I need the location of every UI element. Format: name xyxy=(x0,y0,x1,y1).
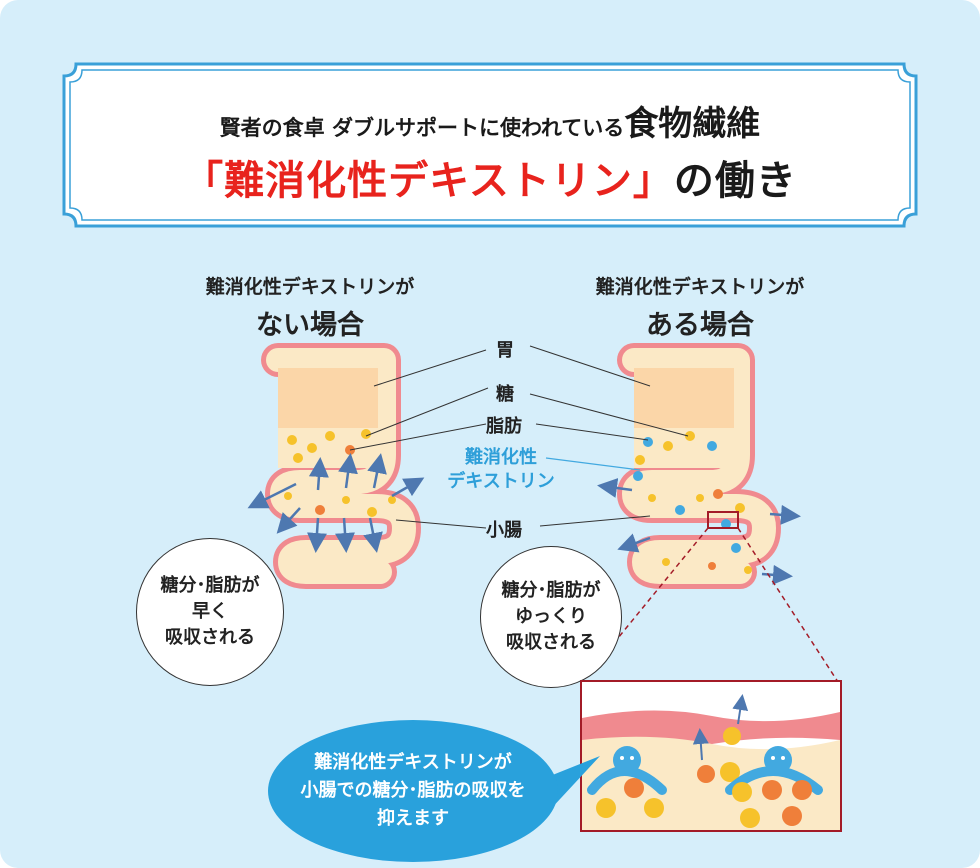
right-result-bubble: 糖分･脂肪が ゆっくり 吸収される xyxy=(480,546,622,688)
left-nutrient-dots xyxy=(284,429,396,517)
zoom-arrows xyxy=(692,694,749,761)
left-bubble-line1: 糖分･脂肪が xyxy=(160,575,260,596)
left-result-bubble: 糖分･脂肪が 早く 吸収される xyxy=(136,538,284,686)
right-absorption-arrows xyxy=(597,478,801,585)
label-sugar: 糖 xyxy=(496,384,514,405)
callout-line2: 小腸での糖分･脂肪の吸収を xyxy=(300,780,526,801)
left-digestive-tract xyxy=(261,343,421,589)
label-dextrin-line1: 難消化性 xyxy=(465,447,537,468)
left-absorption-arrows xyxy=(247,453,425,553)
right-header: 難消化性デキストリンが ある場合 xyxy=(570,272,830,342)
title-line-1: 賢者の食卓 ダブルサポートに使われている食物繊維 xyxy=(62,96,918,145)
title-tail: の働き xyxy=(673,158,797,204)
left-bubble-line3: 吸収される xyxy=(165,627,255,648)
left-bubble-line2: 早く xyxy=(192,601,228,622)
title-main: 「難消化性デキストリン」 xyxy=(183,158,674,204)
left-header-line1: 難消化性デキストリンが xyxy=(205,276,415,298)
summary-callout: 難消化性デキストリンが 小腸での糖分･脂肪の吸収を 抑えます xyxy=(268,720,558,862)
right-bubble-line2: ゆっくり xyxy=(515,606,587,627)
intestine-zoom-illustration xyxy=(582,694,840,830)
label-dextrin-line2: デキストリン xyxy=(447,471,555,492)
callout-line3: 抑えます xyxy=(377,808,449,829)
right-header-line2: ある場合 xyxy=(646,310,754,341)
label-small-intestine: 小腸 xyxy=(486,520,522,541)
title-keyword: 食物繊維 xyxy=(624,104,761,144)
left-header: 難消化性デキストリンが ない場合 xyxy=(180,272,440,342)
right-header-line1: 難消化性デキストリンが xyxy=(595,276,805,298)
right-stomach-contents xyxy=(634,368,734,428)
title-line-2: 「難消化性デキストリン」の働き xyxy=(62,148,918,206)
title-frame-border xyxy=(62,62,918,228)
intestine-zoom-panel xyxy=(580,680,842,832)
label-dextrin: 難消化性 デキストリン xyxy=(440,446,562,494)
right-digestive-tract xyxy=(617,343,781,589)
title-frame: 賢者の食卓 ダブルサポートに使われている食物繊維 「難消化性デキストリン」の働き xyxy=(62,62,918,228)
right-nutrient-dots xyxy=(633,431,752,574)
right-bubble-line1: 糖分･脂肪が xyxy=(501,580,601,601)
label-fat: 脂肪 xyxy=(486,416,522,437)
callout-line1: 難消化性デキストリンが xyxy=(314,752,512,773)
right-bubble-line3: 吸収される xyxy=(506,632,596,653)
title-subtitle: 賢者の食卓 ダブルサポートに使われている xyxy=(219,116,625,140)
left-stomach-contents xyxy=(278,368,378,428)
label-stomach: 胃 xyxy=(496,340,514,361)
label-leader-lines xyxy=(349,345,689,529)
zoom-source-box xyxy=(707,511,739,529)
left-header-line2: ない場合 xyxy=(256,310,364,341)
zoom-line-right xyxy=(737,527,839,683)
dextrin-leader-line xyxy=(545,457,641,471)
